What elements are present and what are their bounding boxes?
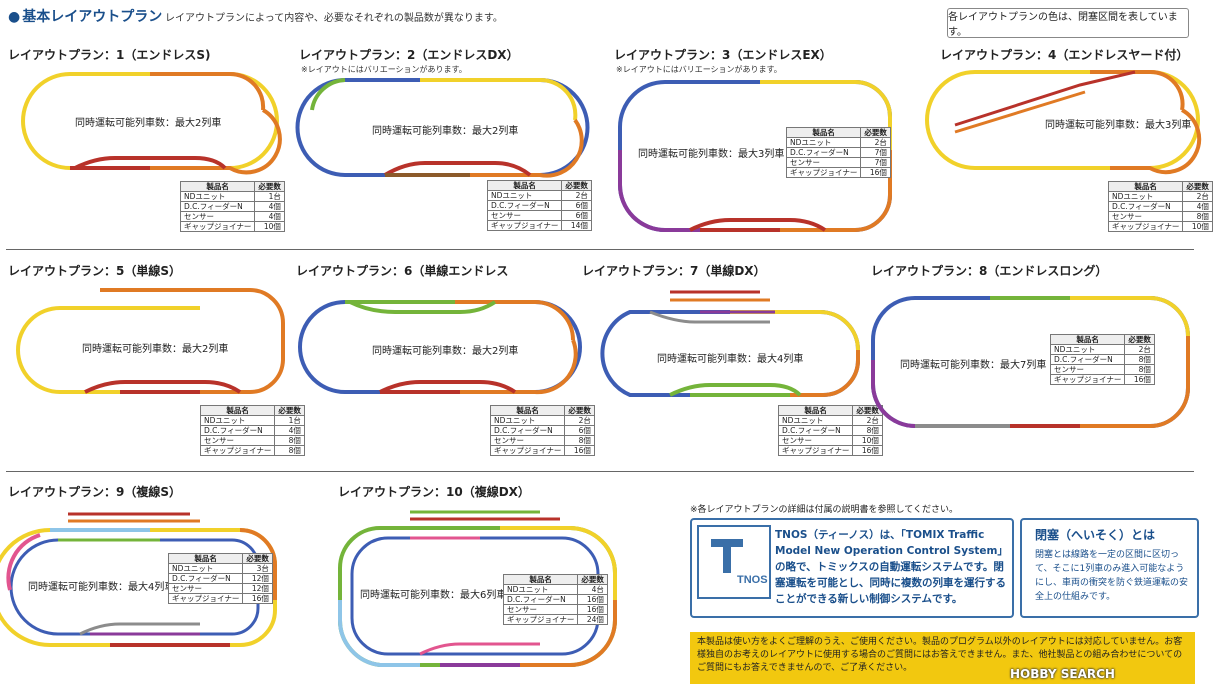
parts-table-cell: 16個 bbox=[852, 445, 883, 456]
parts-table-cell: ギャップジョイナー bbox=[489, 445, 566, 456]
watermark: HOBBY SEARCH bbox=[1010, 667, 1115, 681]
plan-5-trains: 同時運転可能列車数：最大2列車 bbox=[82, 344, 229, 355]
plan-4-trains: 同時運転可能列車数：最大3列車 bbox=[1045, 120, 1192, 131]
plan-10-title: レイアウトプラン：10（複線DX） bbox=[338, 485, 530, 499]
caution-box bbox=[690, 632, 1195, 684]
parts-table-cell: ギャップジョイナー bbox=[502, 614, 579, 625]
parts-table-cell: 14個 bbox=[561, 220, 592, 231]
parts-table-cell: D.C.フィーダーN bbox=[502, 594, 579, 605]
page-title: ●基本レイアウトプラン bbox=[8, 9, 163, 25]
parts-table-cell: ギャップジョイナー bbox=[785, 167, 862, 178]
plan-6-trains: 同時運転可能列車数：最大2列車 bbox=[372, 346, 519, 357]
parts-table-cell: ギャップジョイナー bbox=[1049, 374, 1126, 385]
plan-3-note: ※レイアウトにはバリエーションがあります。 bbox=[616, 65, 782, 74]
parts-table-cell: 16個 bbox=[577, 594, 608, 605]
detail-note: ※各レイアウトプランの詳細は付属の説明書を参照してください。 bbox=[690, 505, 959, 515]
plan-10-trains: 同時運転可能列車数：最大6列車 bbox=[360, 590, 507, 601]
plan-3-title: レイアウトプラン：3（エンドレスEX） bbox=[614, 48, 832, 62]
tnos-description: TNOS（ティーノス）は、「TOMIX Traffic Model New Op… bbox=[775, 529, 1006, 605]
page-subtitle: レイアウトプランによって内容や、必要なそれぞれの製品数が異なります。 bbox=[165, 13, 503, 24]
plan-1-trains: 同時運転可能列車数：最大2列車 bbox=[75, 118, 222, 129]
row-divider bbox=[6, 471, 1194, 472]
tnos-logo-icon: TNOS bbox=[711, 539, 768, 586]
plan-9-trains: 同時運転可能列車数：最大4列車 bbox=[28, 582, 175, 593]
parts-table-cell: 10個 bbox=[254, 221, 285, 232]
heisoku-info-box bbox=[1020, 518, 1199, 618]
tnos-logo: TNOS bbox=[697, 525, 771, 599]
parts-table-cell: 10個 bbox=[1182, 221, 1213, 232]
parts-table-cell: ギャップジョイナー bbox=[167, 593, 244, 604]
parts-table-cell: ギャップジョイナー bbox=[1107, 221, 1184, 232]
parts-table-cell: ギャップジョイナー bbox=[199, 445, 276, 456]
caution-text: 本製品は使い方をよくご理解のうえ、ご使用ください。製品のプログラム以外のレイアウ… bbox=[697, 637, 1183, 673]
plan-2-title: レイアウトプラン：2（エンドレスDX） bbox=[299, 48, 519, 62]
parts-table-cell: 16個 bbox=[860, 167, 891, 178]
parts-table-header: 必要数 bbox=[577, 574, 608, 585]
plan-7-trains: 同時運転可能列車数：最大4列車 bbox=[657, 354, 804, 365]
row-divider bbox=[6, 249, 1194, 250]
plan-8-title: レイアウトプラン：8（エンドレスロング） bbox=[871, 264, 1108, 278]
plan-8-trains: 同時運転可能列車数：最大7列車 bbox=[900, 360, 1047, 371]
parts-table-cell: ギャップジョイナー bbox=[486, 220, 563, 231]
heisoku-description: 閉塞とは線路を一定の区間に区切って、そこに1列車のみ進入可能なようにし、車両の衝… bbox=[1035, 550, 1189, 602]
parts-table-cell: 8個 bbox=[274, 445, 305, 456]
plan-1-title: レイアウトプラン：1（エンドレスS) bbox=[8, 48, 211, 62]
parts-table-cell: 24個 bbox=[577, 614, 608, 625]
parts-table-cell: ギャップジョイナー bbox=[179, 221, 256, 232]
parts-table-cell: NDユニット bbox=[502, 584, 579, 595]
parts-table-cell: センサー bbox=[502, 604, 579, 615]
parts-table-cell: 4台 bbox=[577, 584, 608, 595]
tnos-logo-text: TNOS bbox=[737, 574, 768, 586]
parts-table-cell: 16個 bbox=[242, 593, 273, 604]
color-legend-note: 各レイアウトプランの色は、閉塞区間を表しています。 bbox=[947, 8, 1189, 38]
plan-7-title: レイアウトプラン：7（単線DX） bbox=[582, 264, 766, 278]
parts-table-cell: 16個 bbox=[577, 604, 608, 615]
parts-table-cell: 16個 bbox=[1124, 374, 1155, 385]
plan-3-trains: 同時運転可能列車数：最大3列車 bbox=[638, 149, 785, 160]
parts-table-cell: ギャップジョイナー bbox=[777, 445, 854, 456]
parts-table-cell: 16個 bbox=[564, 445, 595, 456]
plan-6-title: レイアウトプラン：6（単線エンドレス bbox=[296, 264, 509, 278]
plan-2-note: ※レイアウトにはバリエーションがあります。 bbox=[301, 65, 467, 74]
page-title-text: 基本レイアウトプラン bbox=[22, 9, 163, 25]
plan-2-trains: 同時運転可能列車数：最大2列車 bbox=[372, 126, 519, 137]
heisoku-title: 閉塞（へいそく）とは bbox=[1035, 528, 1156, 542]
plan-5-title: レイアウトプラン：5（単線S） bbox=[8, 264, 181, 278]
plan-9-title: レイアウトプラン：9（複線S） bbox=[8, 485, 181, 499]
plan-4-title: レイアウトプラン：4（エンドレスヤード付） bbox=[940, 48, 1189, 62]
parts-table-header: 製品名 bbox=[502, 574, 579, 585]
